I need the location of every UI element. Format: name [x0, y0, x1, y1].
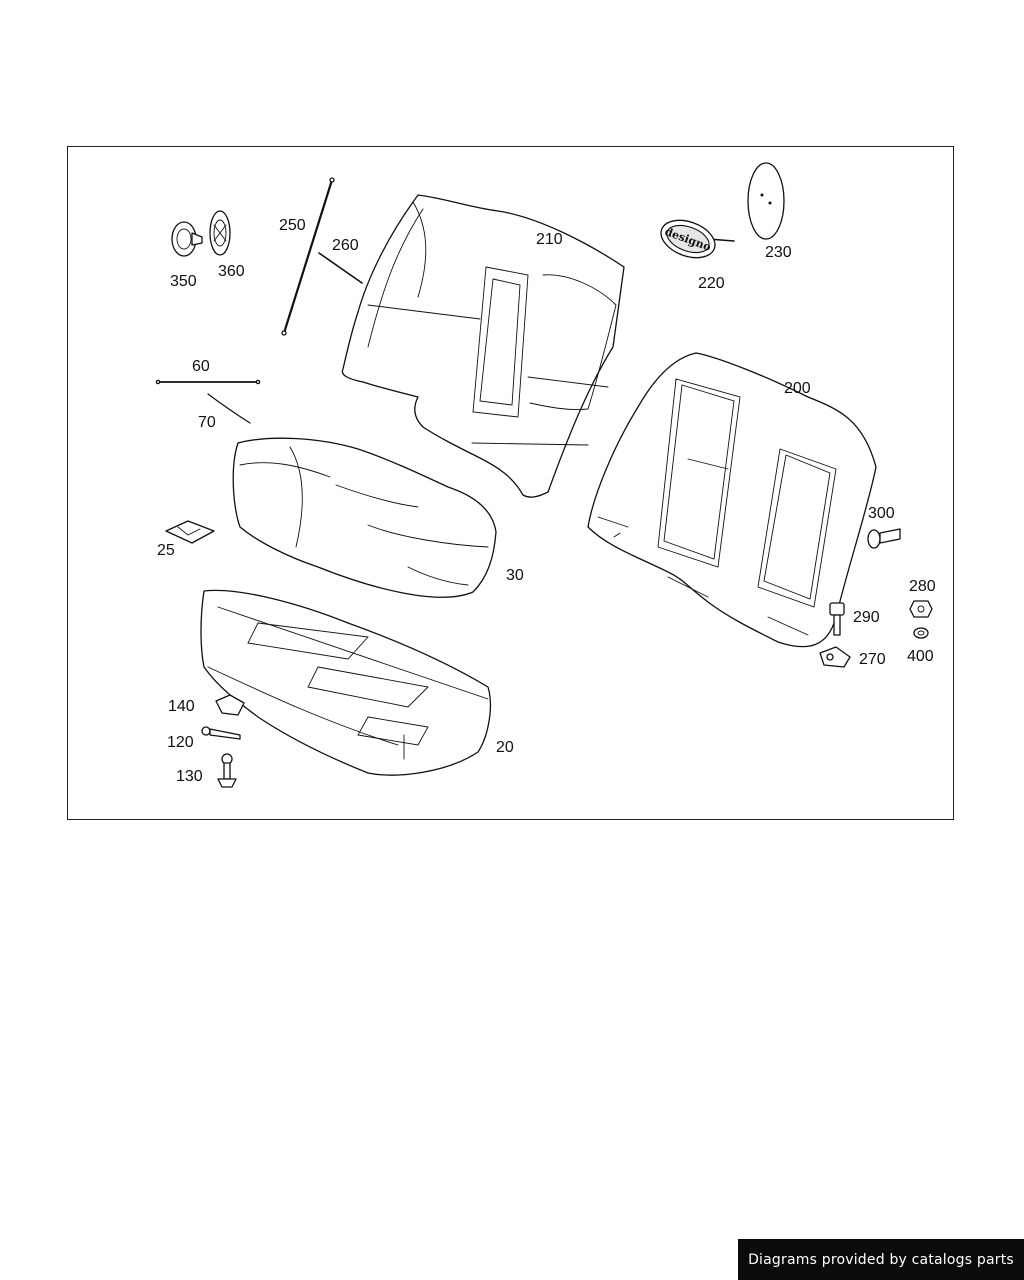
- part-120-screw: [201, 726, 241, 740]
- part-260-wire: [318, 252, 363, 284]
- part-400-washer: [913, 627, 929, 639]
- part-30-seat-cushion-cover: [232, 437, 497, 598]
- part-300-bolt: [867, 528, 901, 549]
- callout-300: 300: [868, 505, 895, 522]
- part-270-bracket: [819, 646, 851, 668]
- part-140-bracket: [215, 694, 245, 716]
- callout-230: 230: [765, 244, 792, 261]
- part-360-cap: [209, 210, 231, 256]
- callout-260: 260: [332, 237, 359, 254]
- diagram-credit-footer: Diagrams provided by catalogs parts: [738, 1239, 1024, 1280]
- part-200-backrest-frame: [587, 352, 877, 648]
- part-290-bolt: [829, 602, 845, 636]
- callout-120: 120: [167, 734, 194, 751]
- part-130-bolt: [217, 753, 237, 788]
- callout-270: 270: [859, 651, 886, 668]
- part-210-backrest-cover: [341, 194, 625, 498]
- part-250-rod: [281, 177, 335, 336]
- part-230-disc: [747, 162, 785, 240]
- part-220-emblem: designo: [660, 219, 735, 259]
- callout-290: 290: [853, 609, 880, 626]
- callout-60: 60: [192, 358, 210, 375]
- part-70-wire: [207, 393, 251, 424]
- callout-250: 250: [279, 217, 306, 234]
- callout-350: 350: [170, 273, 197, 290]
- callout-360: 360: [218, 263, 245, 280]
- callout-25: 25: [157, 542, 175, 559]
- footer-credit-text: Diagrams provided by catalogs parts: [748, 1251, 1014, 1268]
- callout-140: 140: [168, 698, 195, 715]
- callout-280: 280: [909, 578, 936, 595]
- callout-210: 210: [536, 231, 563, 248]
- callout-20: 20: [496, 739, 514, 756]
- part-60-strip: [155, 379, 261, 385]
- part-25-clip: [165, 520, 215, 544]
- parts-diagram-frame: designo: [67, 146, 954, 820]
- part-280-nut: [909, 600, 933, 618]
- callout-30: 30: [506, 567, 524, 584]
- callout-130: 130: [176, 768, 203, 785]
- callout-400: 400: [907, 648, 934, 665]
- part-350-cap: [171, 221, 203, 257]
- callout-70: 70: [198, 414, 216, 431]
- rear-seat-exploded-diagram: designo: [155, 162, 936, 788]
- part-20-seat-frame: [200, 589, 491, 776]
- callout-220: 220: [698, 275, 725, 292]
- callout-200: 200: [784, 380, 811, 397]
